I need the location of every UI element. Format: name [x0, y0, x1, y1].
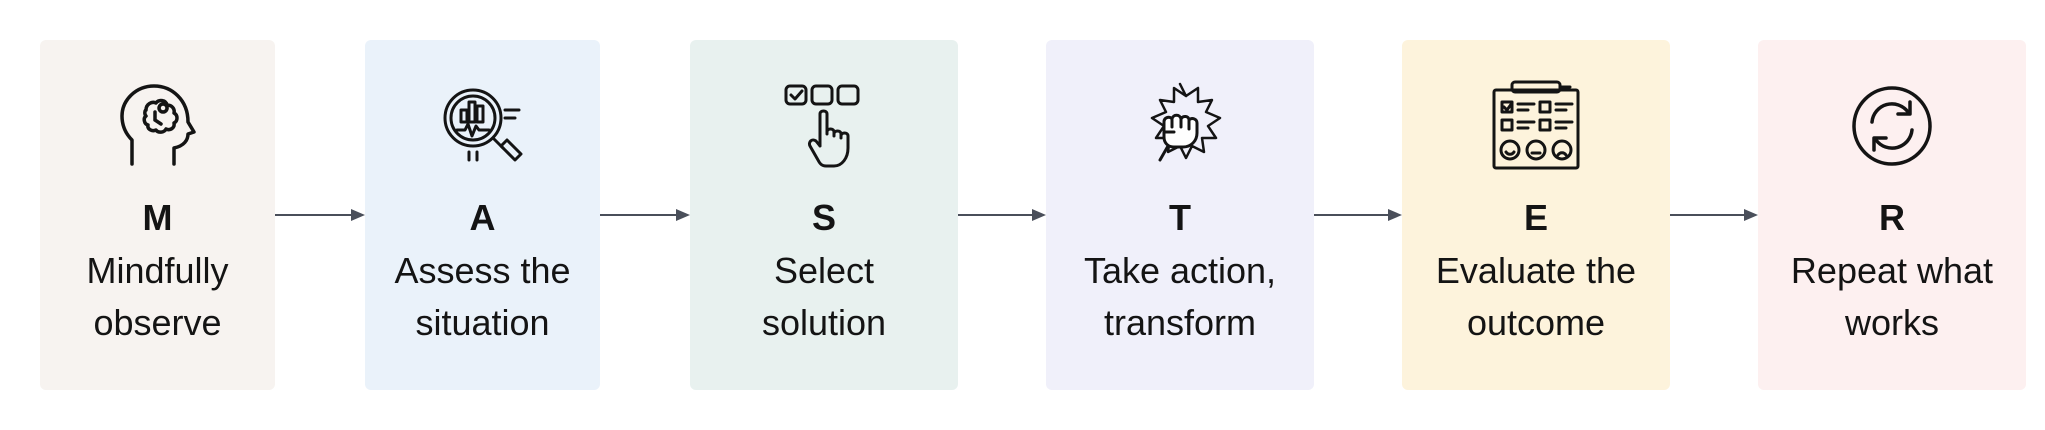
step-letter: T — [1169, 197, 1191, 238]
step-label: Repeat what works — [1790, 250, 1994, 343]
flow-arrow — [958, 205, 1046, 225]
repeat-cycle-icon — [1842, 76, 1942, 176]
step-card-a: A Assess the situation — [365, 40, 600, 390]
step-card-e: E Evaluate the outcome — [1402, 40, 1670, 390]
brain-head-icon — [108, 76, 208, 176]
step-card-r: R Repeat what works — [1758, 40, 2026, 390]
step-label: Mindfully observe — [86, 250, 229, 343]
step-card-t: T Take action, transform — [1046, 40, 1314, 390]
checklist-feedback-icon — [1486, 76, 1586, 176]
step-label: Evaluate the outcome — [1435, 250, 1637, 343]
flow-arrow — [275, 205, 365, 225]
flow-arrow — [1670, 205, 1758, 225]
step-letter: A — [469, 197, 496, 238]
step-letter: E — [1523, 197, 1548, 238]
magnifier-chart-icon — [433, 76, 533, 176]
step-card-m: M Mindfully observe — [40, 40, 275, 390]
flow-arrow — [600, 205, 690, 225]
step-label: Take action, transform — [1083, 250, 1277, 343]
hand-selecting-checkbox-icon — [774, 76, 874, 176]
fist-burst-icon — [1130, 76, 1230, 176]
step-card-s: S Select solution — [690, 40, 958, 390]
step-letter: M — [142, 197, 173, 238]
step-label: Select solution — [761, 250, 887, 343]
step-label: Assess the situation — [394, 250, 571, 343]
flow-arrow — [1314, 205, 1402, 225]
step-letter: R — [1879, 197, 1905, 238]
step-letter: S — [811, 197, 836, 238]
